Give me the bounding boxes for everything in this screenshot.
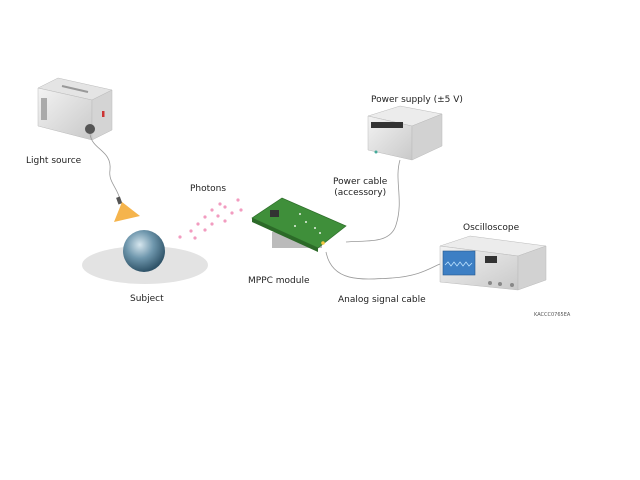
analog-signal-cable-icon [325, 251, 441, 280]
oscilloscope-icon [439, 235, 547, 291]
light-cone-icon [114, 202, 140, 222]
power-cable-icon [345, 159, 401, 243]
figure-code: KACCC0765EA [534, 312, 571, 318]
mppc-module-label: MPPC module [248, 276, 310, 286]
light-source-icon [37, 77, 123, 205]
power-supply-icon [367, 105, 443, 161]
power-cable-line2: (accessory) [334, 188, 387, 198]
subject-icon [82, 230, 208, 284]
subject-label: Subject [130, 294, 164, 304]
oscilloscope-label: Oscilloscope [463, 223, 520, 233]
photons-label: Photons [190, 184, 227, 194]
analog-signal-cable-label: Analog signal cable [338, 295, 426, 305]
photons-icon [178, 198, 243, 240]
light-source-label: Light source [26, 156, 82, 166]
power-cable-line1: Power cable [333, 177, 388, 187]
mppc-module-icon [251, 197, 347, 252]
power-supply-label: Power supply (±5 V) [371, 95, 463, 105]
power-cable-label: Power cable (accessory) [333, 177, 387, 199]
